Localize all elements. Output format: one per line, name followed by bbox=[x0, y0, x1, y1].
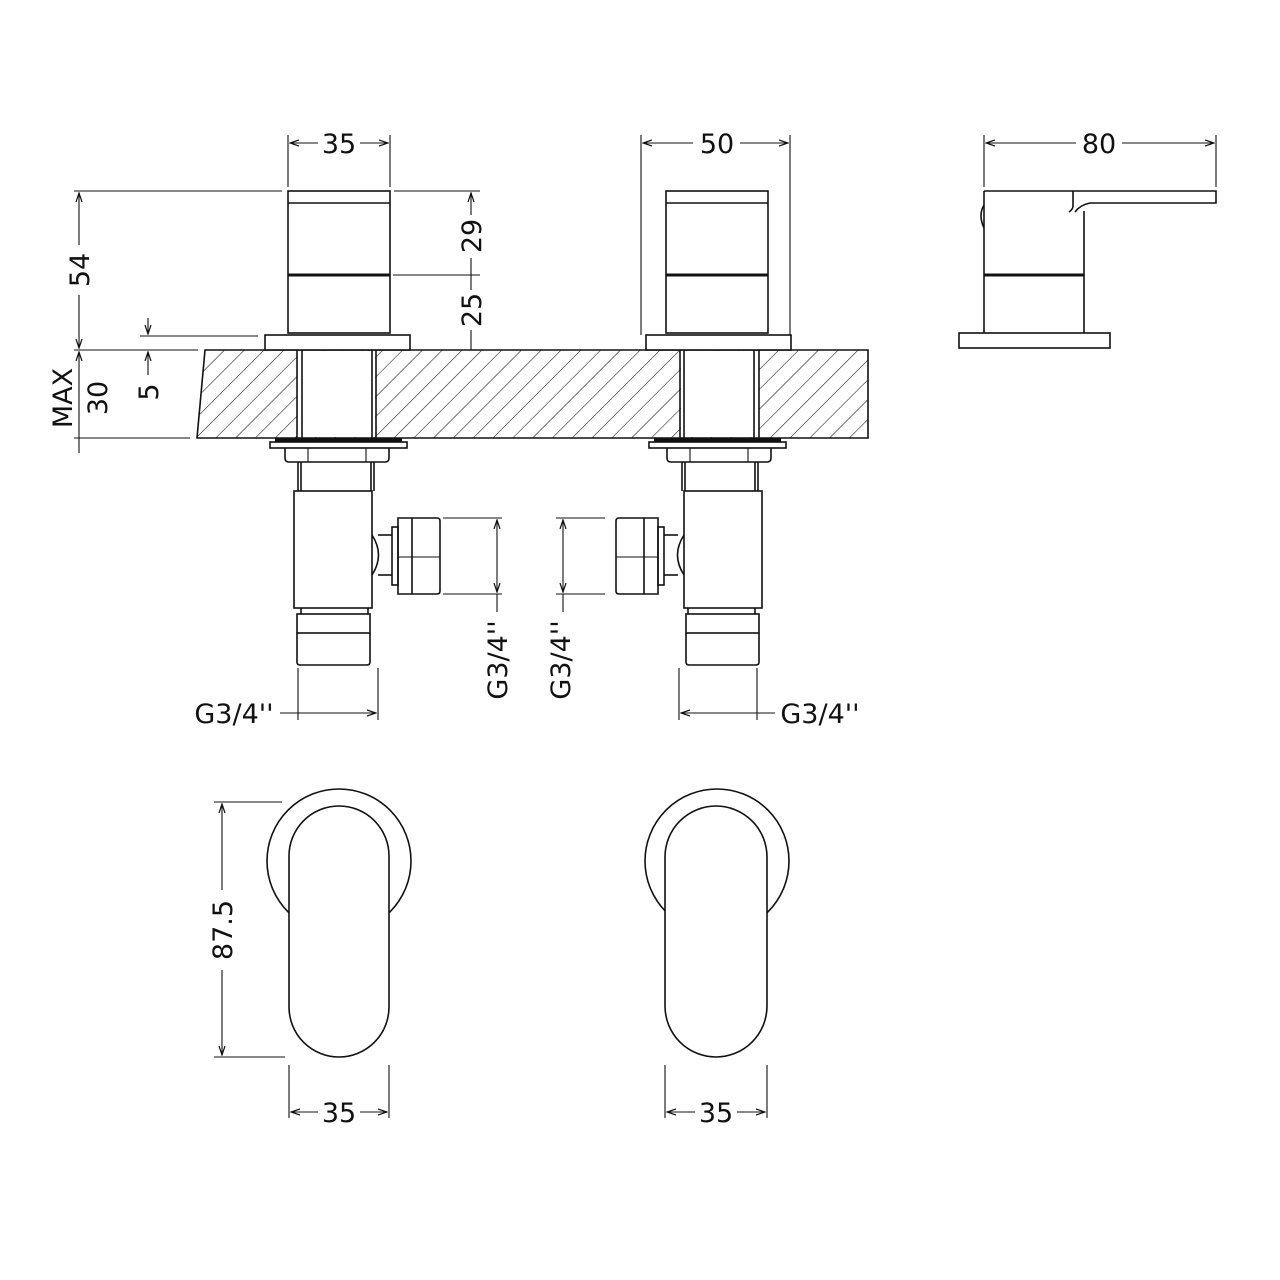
dim-side-depth: 80 bbox=[1082, 129, 1116, 160]
dim-plan-height: 87.5 bbox=[208, 900, 239, 960]
dim-plan-left-width: 35 bbox=[322, 1098, 356, 1129]
plan-view-left bbox=[266, 788, 412, 1058]
dim-base-plate: 5 bbox=[134, 383, 165, 400]
dim-deck-max: MAX bbox=[48, 368, 79, 428]
dim-thread-left-bottom: G3/4'' bbox=[194, 699, 273, 730]
dim-total-height: 54 bbox=[65, 253, 96, 287]
dim-thread-left-side: G3/4'' bbox=[483, 620, 514, 699]
side-view bbox=[958, 190, 1217, 349]
dim-thread-right-side: G3/4'' bbox=[546, 620, 577, 699]
dimension-labels: 35 50 80 54 MAX 30 5 29 25 G3/4'' G3/4''… bbox=[48, 129, 1116, 1129]
dim-thread-right-bottom: G3/4'' bbox=[780, 699, 859, 730]
dim-deck-thickness: 30 bbox=[83, 381, 114, 415]
dim-lower-body: 25 bbox=[457, 293, 488, 327]
dim-front-right-width: 50 bbox=[700, 129, 734, 160]
dim-plan-right-width: 35 bbox=[699, 1098, 733, 1129]
plan-view-right bbox=[644, 788, 790, 1058]
dimension-lines bbox=[74, 135, 1217, 1118]
dim-upper-handle: 29 bbox=[457, 219, 488, 253]
dim-front-left-width: 35 bbox=[322, 129, 356, 160]
